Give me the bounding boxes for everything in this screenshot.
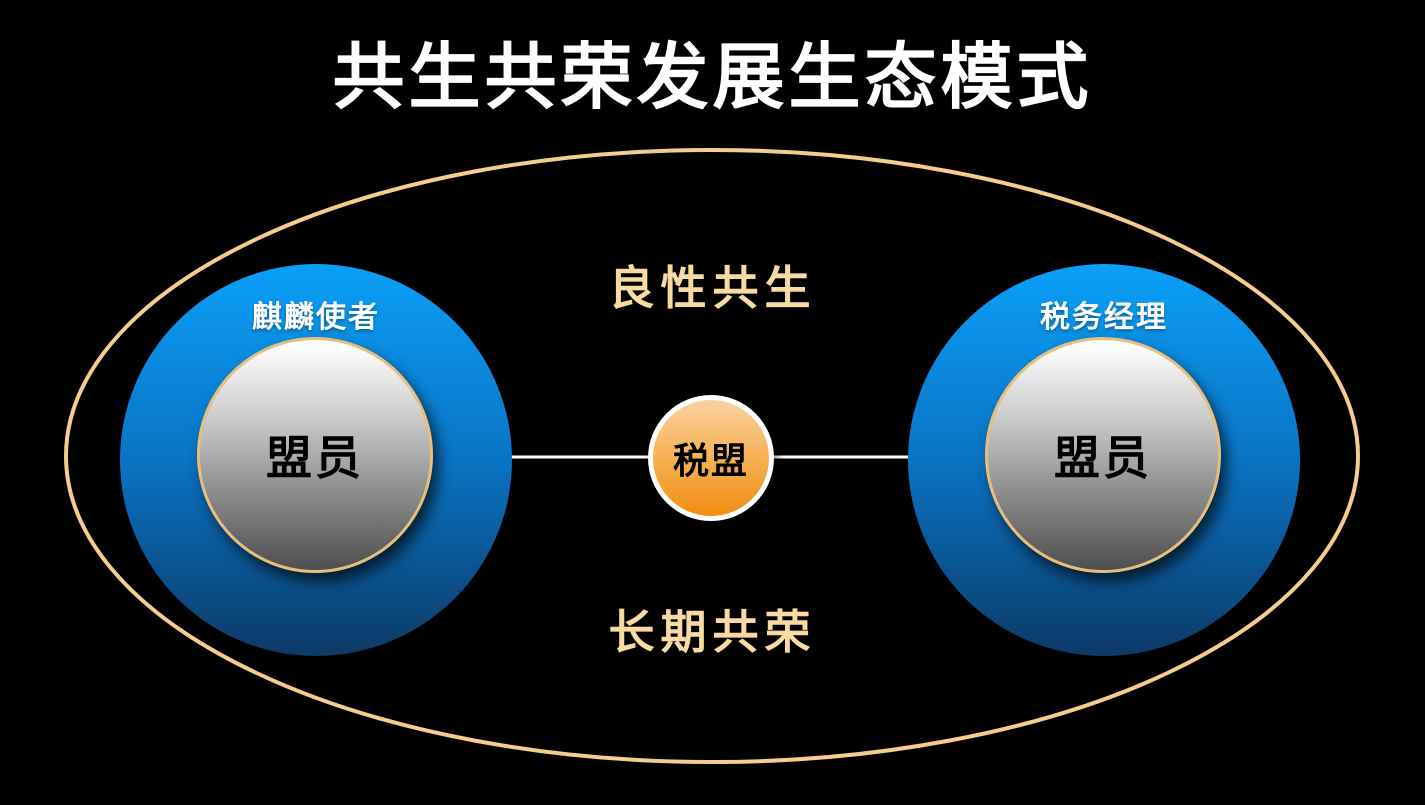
center-node-circle: 税盟 [648,395,774,521]
left-member-label: 盟员 [266,432,364,484]
right-node-circle: 税务经理 盟员 [908,264,1300,656]
left-node-role-label: 麒麟使者 [252,301,380,334]
right-node-role-label: 税务经理 [1040,301,1168,334]
right-member-label: 盟员 [1054,432,1152,484]
orbit-ellipse [64,148,1360,764]
left-node-circle: 麒麟使者 盟员 [120,264,512,656]
center-node-label: 税盟 [672,440,749,481]
page-title: 共生共荣发展生态模式 [332,38,1093,118]
relationship-label-top: 良性共生 [608,262,817,314]
left-member-circle: 盟员 [197,337,433,573]
right-member-circle: 盟员 [985,337,1221,573]
relationship-label-bottom: 长期共荣 [608,606,817,658]
